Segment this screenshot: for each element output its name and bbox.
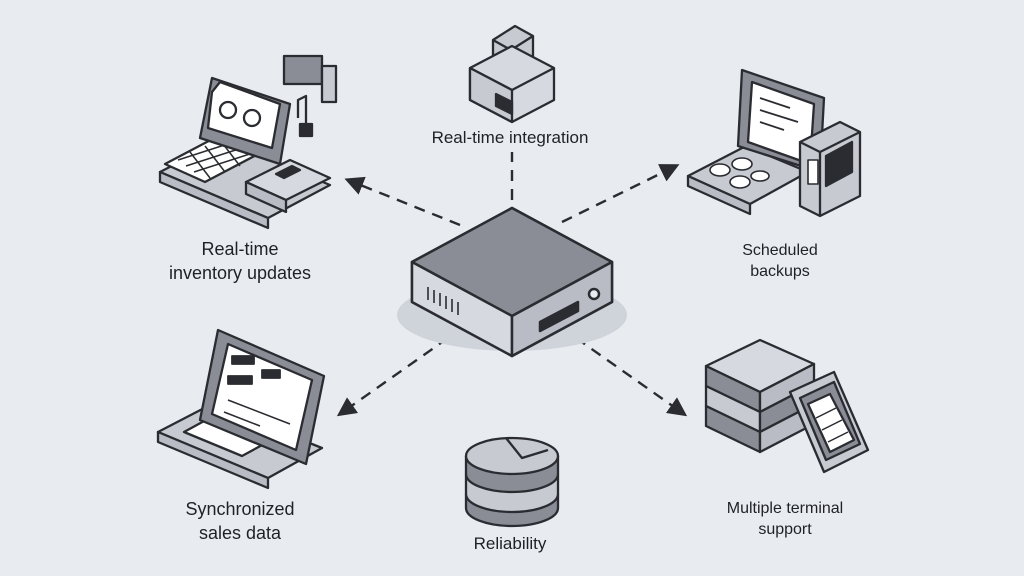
label-line: sales data (198, 523, 282, 543)
label-multiple-terminal-support: Multiple terminal support (680, 498, 890, 540)
label-line: Real-time (201, 239, 279, 259)
pos-terminal-icon (158, 54, 338, 230)
server-icon (397, 206, 627, 358)
label-synchronized-sales-data: Synchronized sales data (140, 497, 340, 545)
tablet-pos-icon (156, 328, 326, 490)
label-line: Scheduled (742, 242, 818, 259)
label-real-time-integration: Real-time integration (400, 127, 620, 149)
label-real-time-inventory-updates: Real-time inventory updates (140, 237, 340, 285)
label-scheduled-backups: Scheduled backups (690, 240, 870, 282)
arrow-to-bottom-left (336, 337, 449, 417)
arrow-to-top-left (344, 176, 461, 227)
arrow-to-bottom-right (575, 337, 688, 417)
label-line: Multiple terminal (726, 500, 844, 517)
label-line: Synchronized (185, 499, 295, 519)
workstation-icon (686, 68, 862, 218)
label-line: inventory updates (168, 263, 312, 283)
label-line: backups (750, 263, 810, 280)
label-line: support (758, 521, 812, 538)
open-box-icon (468, 24, 556, 124)
label-line: Real-time integration (431, 128, 589, 147)
arrow-to-top-right (561, 164, 680, 224)
terminal-stack-icon (704, 338, 870, 474)
database-icon (464, 436, 560, 528)
label-line: Reliability (473, 534, 547, 553)
label-reliability: Reliability (430, 533, 590, 555)
